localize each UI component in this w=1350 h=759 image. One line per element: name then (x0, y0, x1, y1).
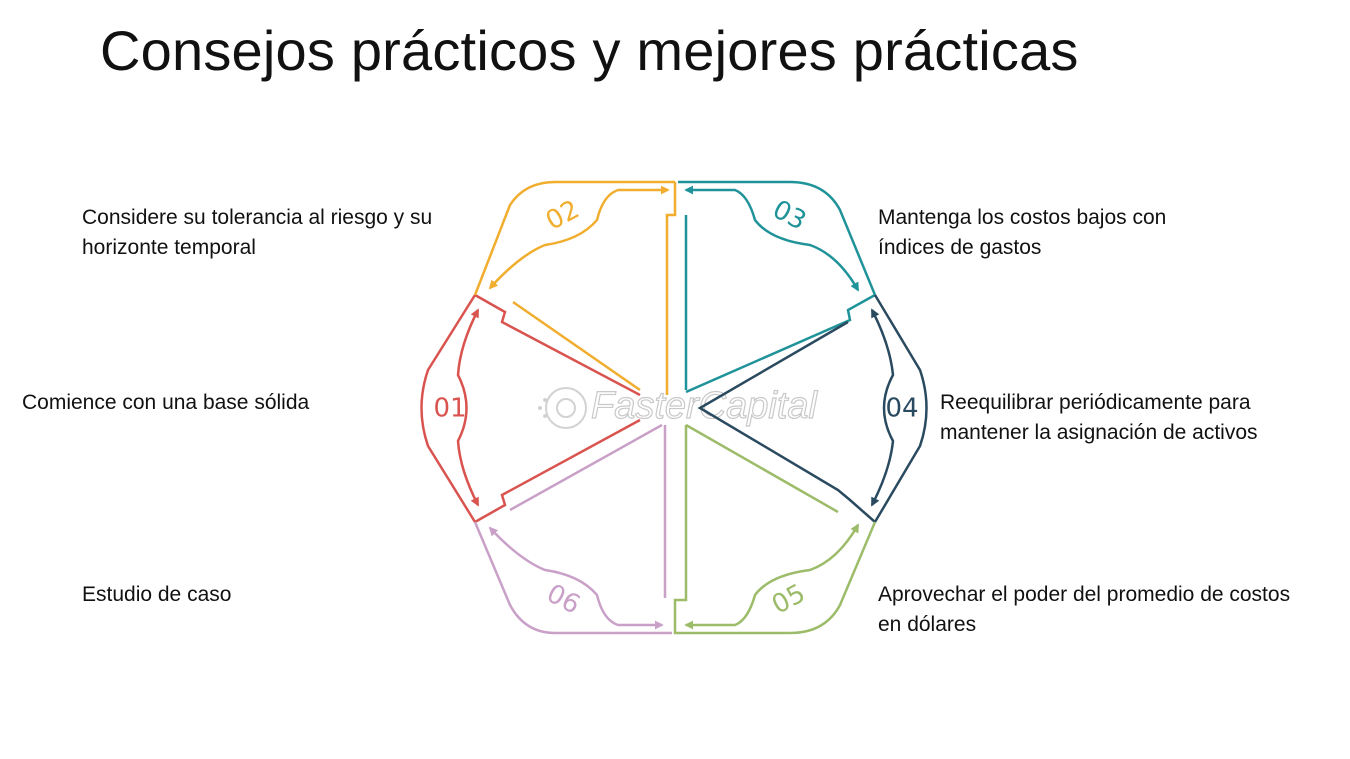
step-06-number: 06 (542, 579, 585, 621)
step-01-label: Comience con una base sólida (22, 391, 310, 414)
segment-04: 04 (697, 294, 928, 523)
watermark: FasterCapital (538, 384, 819, 429)
gear-logo-icon (538, 387, 587, 429)
step-02-number: 02 (541, 195, 584, 237)
segment-02: 02 (473, 180, 677, 395)
step-03-number: 03 (768, 195, 811, 237)
segment-05: 05 (673, 423, 877, 635)
step-05-label: Aprovechar el poder del promedio de cost… (878, 583, 1291, 636)
segment-06: 06 (473, 423, 672, 635)
segment-01: 01 (420, 293, 641, 524)
page-title: Consejos prácticos y mejores prácticas (100, 19, 1079, 82)
step-03-label: Mantenga los costos bajos con índices de… (878, 206, 1167, 259)
step-04-number: 04 (885, 394, 918, 424)
segment-03: 03 (678, 180, 877, 394)
step-05-number: 05 (767, 579, 810, 621)
step-02-label: Considere su tolerancia al riesgo y su h… (82, 206, 433, 259)
step-06-label: Estudio de caso (82, 583, 232, 606)
step-04-label: Reequilibrar periódicamente para mantene… (940, 391, 1258, 444)
step-01-number: 01 (433, 394, 466, 424)
